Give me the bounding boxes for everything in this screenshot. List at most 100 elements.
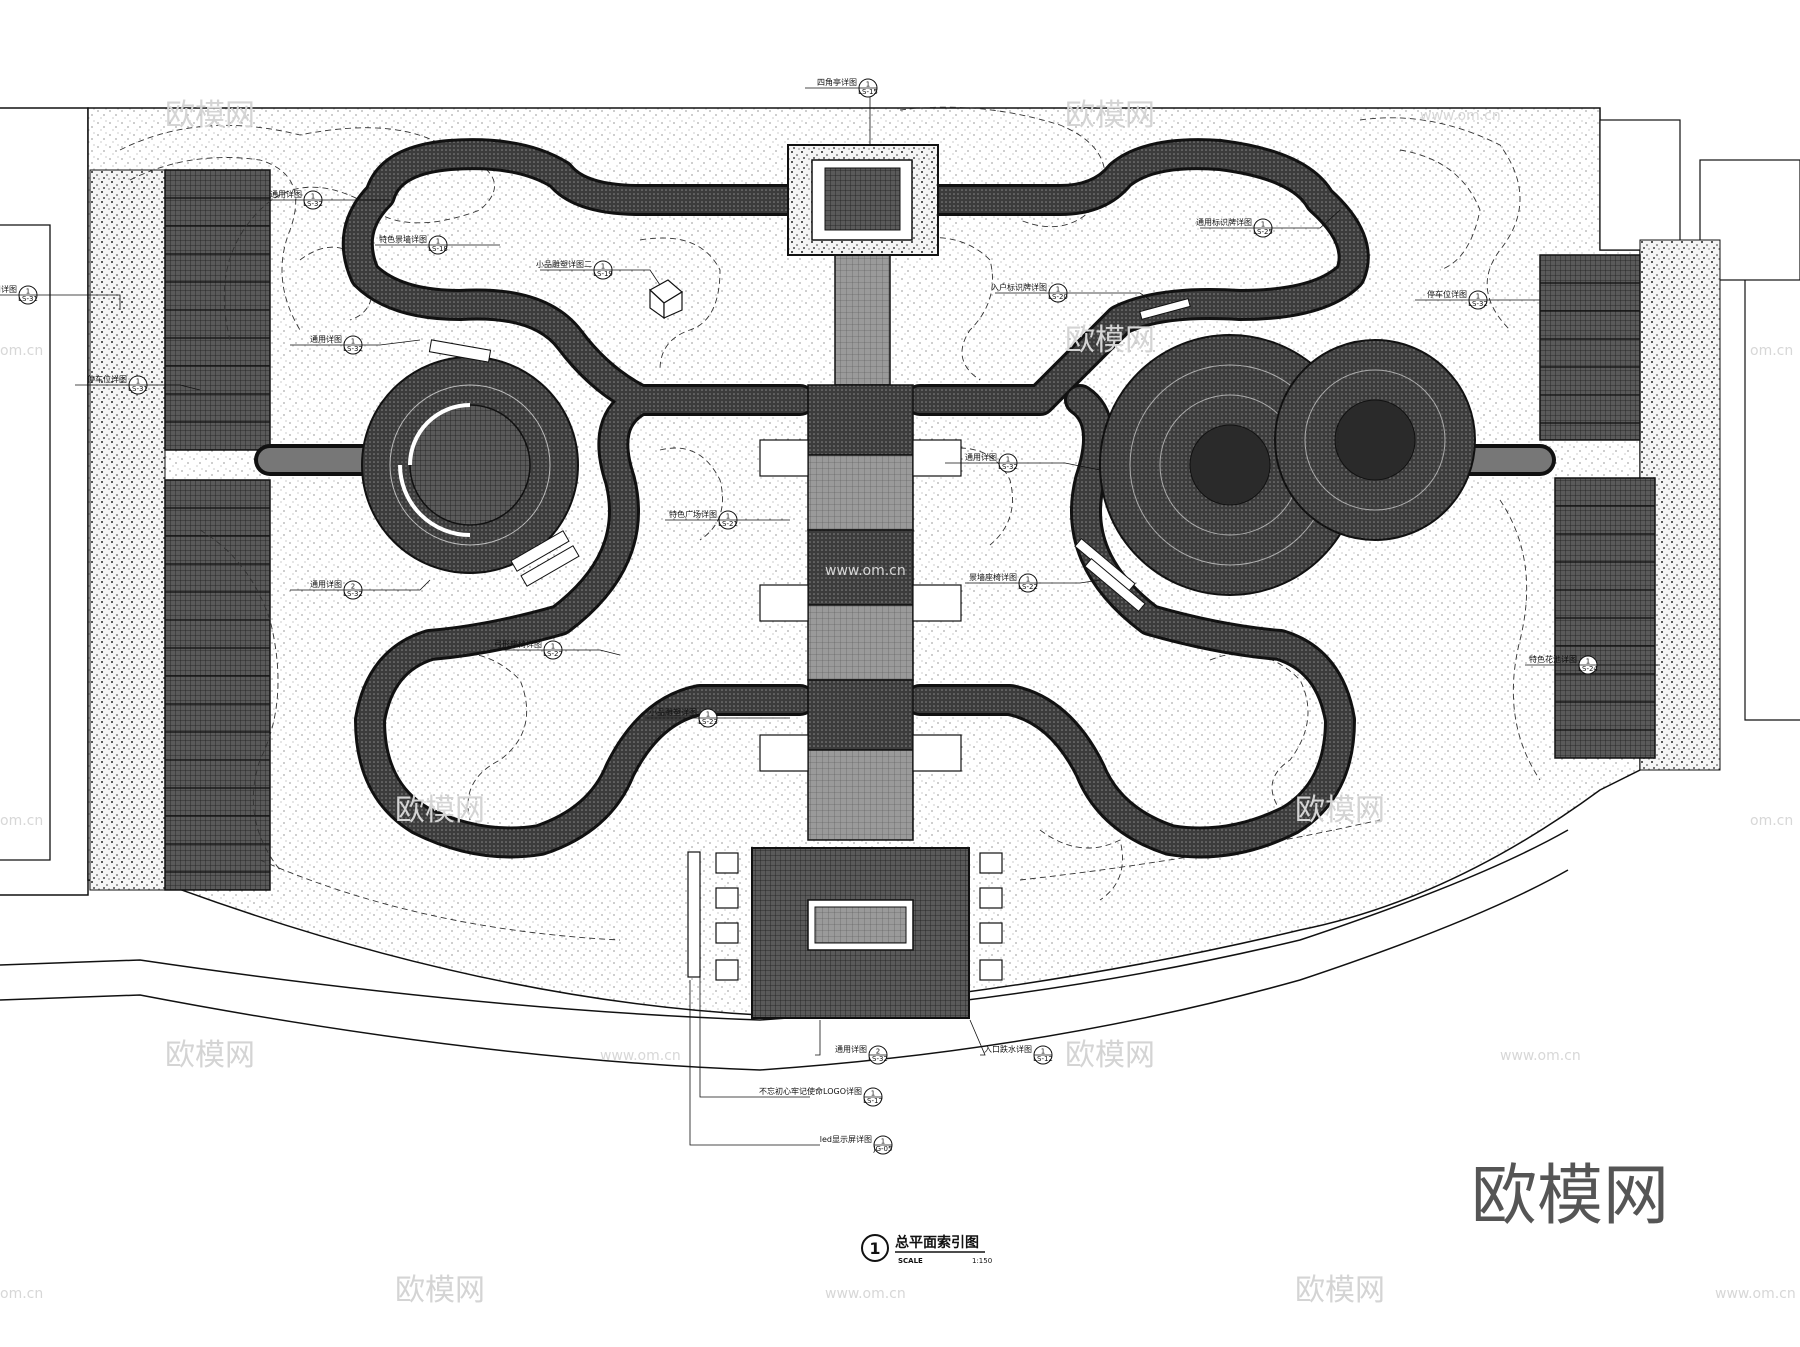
- watermark-url: www.om.cn: [825, 1286, 906, 1302]
- watermark-text: 欧模网: [395, 1273, 485, 1308]
- callout-ref: 1: [26, 288, 30, 296]
- callout-sheet: LS-32: [1468, 300, 1488, 308]
- callout-text: 弓形座椅详图: [494, 639, 542, 649]
- callout-text: 停车位详图: [1427, 289, 1467, 299]
- title-block: 1 总平面索引图 SCALE 1:150: [861, 1234, 992, 1265]
- callout-text: led显示屏详图: [820, 1134, 872, 1144]
- callout-text: 特色广场详图: [669, 509, 717, 519]
- callout-ref: 1: [1006, 456, 1010, 464]
- callout-ref: 1: [601, 263, 605, 271]
- callout-text: 通用详图: [270, 189, 302, 199]
- watermark-url: www.om.cn: [600, 1048, 681, 1064]
- callout-sheet: LS-18: [428, 245, 448, 253]
- callout-sheet: LS-32: [998, 463, 1018, 471]
- drawing-number-bubble: [861, 1234, 889, 1262]
- callout-text: 通用详图: [965, 452, 997, 462]
- callout-sheet: LS-31: [128, 385, 148, 393]
- arc-seating-left: [428, 339, 580, 587]
- watermark-text: 欧模网: [1065, 98, 1155, 133]
- pathways: [254, 138, 1556, 859]
- pavilion: [787, 144, 939, 256]
- callout-11: 特色广场详图 1LS-21: [665, 509, 790, 530]
- callout-ref: 1: [1056, 286, 1060, 294]
- callout-text: 通用详图: [310, 334, 342, 344]
- callout-sheet: LS-21: [718, 520, 738, 528]
- scale-label: SCALE: [898, 1257, 923, 1265]
- callout-ref: 1: [871, 1090, 875, 1098]
- callout-text: 小品雕塑详图: [649, 707, 697, 717]
- callout-sheet: LS-32: [343, 590, 363, 598]
- callout-text: 通用详图: [0, 284, 17, 294]
- callout-ref: 1: [551, 643, 555, 651]
- scale-value: 1:150: [972, 1257, 992, 1265]
- callout-ref: 2: [876, 1048, 880, 1056]
- watermark-url: www.om.cn: [1715, 1286, 1796, 1302]
- callout-ref: 1: [866, 81, 870, 89]
- callout-13: 景墙座椅详图 1LS-22: [965, 572, 1101, 593]
- watermark-url-partial: om.cn: [0, 343, 43, 359]
- watermark-text: 欧模网: [165, 1038, 255, 1073]
- drawing-title: 总平面索引图: [895, 1234, 979, 1251]
- watermark-text: 欧模网: [1065, 323, 1155, 358]
- central-blocks: [807, 384, 914, 841]
- callout-15: 小品雕塑详图 1LS-23: [645, 707, 790, 728]
- callout-ref: 1: [1261, 221, 1265, 229]
- callout-0: 四角亭详图 1LS-15: [805, 77, 878, 145]
- callout-12: 通用详图 2LS-32: [290, 579, 431, 600]
- callouts: 四角亭详图1LS-15通用详图1LS-32特色景墙详图1LS-18通用详图1LS…: [0, 77, 1660, 1155]
- callout-sheet: LS-23: [698, 718, 718, 726]
- callout-sheet: LS-32: [303, 200, 323, 208]
- callout-text: 特色花池详图: [1529, 654, 1577, 664]
- callout-1: 通用详图 1LS-32: [250, 189, 390, 210]
- callout-10: 通用详图 1LS-32: [945, 452, 1101, 473]
- callout-ref: 1: [311, 193, 315, 201]
- callout-sheet: LS-12: [1033, 1055, 1053, 1063]
- sculpture-icons: [715, 852, 1003, 981]
- callout-sheet: LS-31: [18, 295, 38, 303]
- callout-sheet: LS-22: [1018, 583, 1038, 591]
- callout-ref: 2: [351, 583, 355, 591]
- callout-text: 四角亭详图: [817, 77, 857, 87]
- callout-text: 小品雕塑详图二: [536, 259, 592, 269]
- callout-sheet: LS-17: [863, 1097, 883, 1105]
- callout-ref: 1: [136, 378, 140, 386]
- callout-ref: 1: [726, 513, 730, 521]
- callout-sheet: LS-25: [1253, 228, 1273, 236]
- brand-watermark: 欧模网: [1471, 1157, 1669, 1234]
- watermark-text: 欧模网: [1295, 793, 1385, 828]
- watermarks: 欧模网欧模网欧模网欧模网欧模网欧模网欧模网欧模网欧模网www.om.cnwww.…: [0, 98, 1796, 1308]
- callout-ref: 1: [706, 711, 710, 719]
- watermark-url: www.om.cn: [825, 563, 906, 579]
- watermark-url-partial: om.cn: [1750, 343, 1793, 359]
- watermark-url-partial: om.cn: [1750, 813, 1793, 829]
- callout-ref: 1: [436, 238, 440, 246]
- watermark-text: 欧模网: [395, 793, 485, 828]
- callout-sheet: LS-32: [868, 1055, 888, 1063]
- callout-sheet: LS-15: [858, 88, 878, 96]
- sculpture-cube: [648, 279, 684, 320]
- entrance-plaza: [751, 847, 970, 1019]
- watermark-url: www.om.cn: [1500, 1048, 1581, 1064]
- parking-stall-lines: [165, 197, 1655, 873]
- callout-ref: 1: [1026, 576, 1030, 584]
- callout-text: 通用详图: [310, 579, 342, 589]
- watermark-url-partial: om.cn: [0, 813, 43, 829]
- callout-sheet: JG-05: [873, 1145, 893, 1153]
- callout-text: 入口跌水详图: [984, 1044, 1032, 1054]
- callout-ref: 1: [1476, 293, 1480, 301]
- callout-text: 景墙座椅详图: [969, 572, 1017, 582]
- callout-ref: 1: [881, 1138, 885, 1146]
- watermark-text: 欧模网: [1295, 1273, 1385, 1308]
